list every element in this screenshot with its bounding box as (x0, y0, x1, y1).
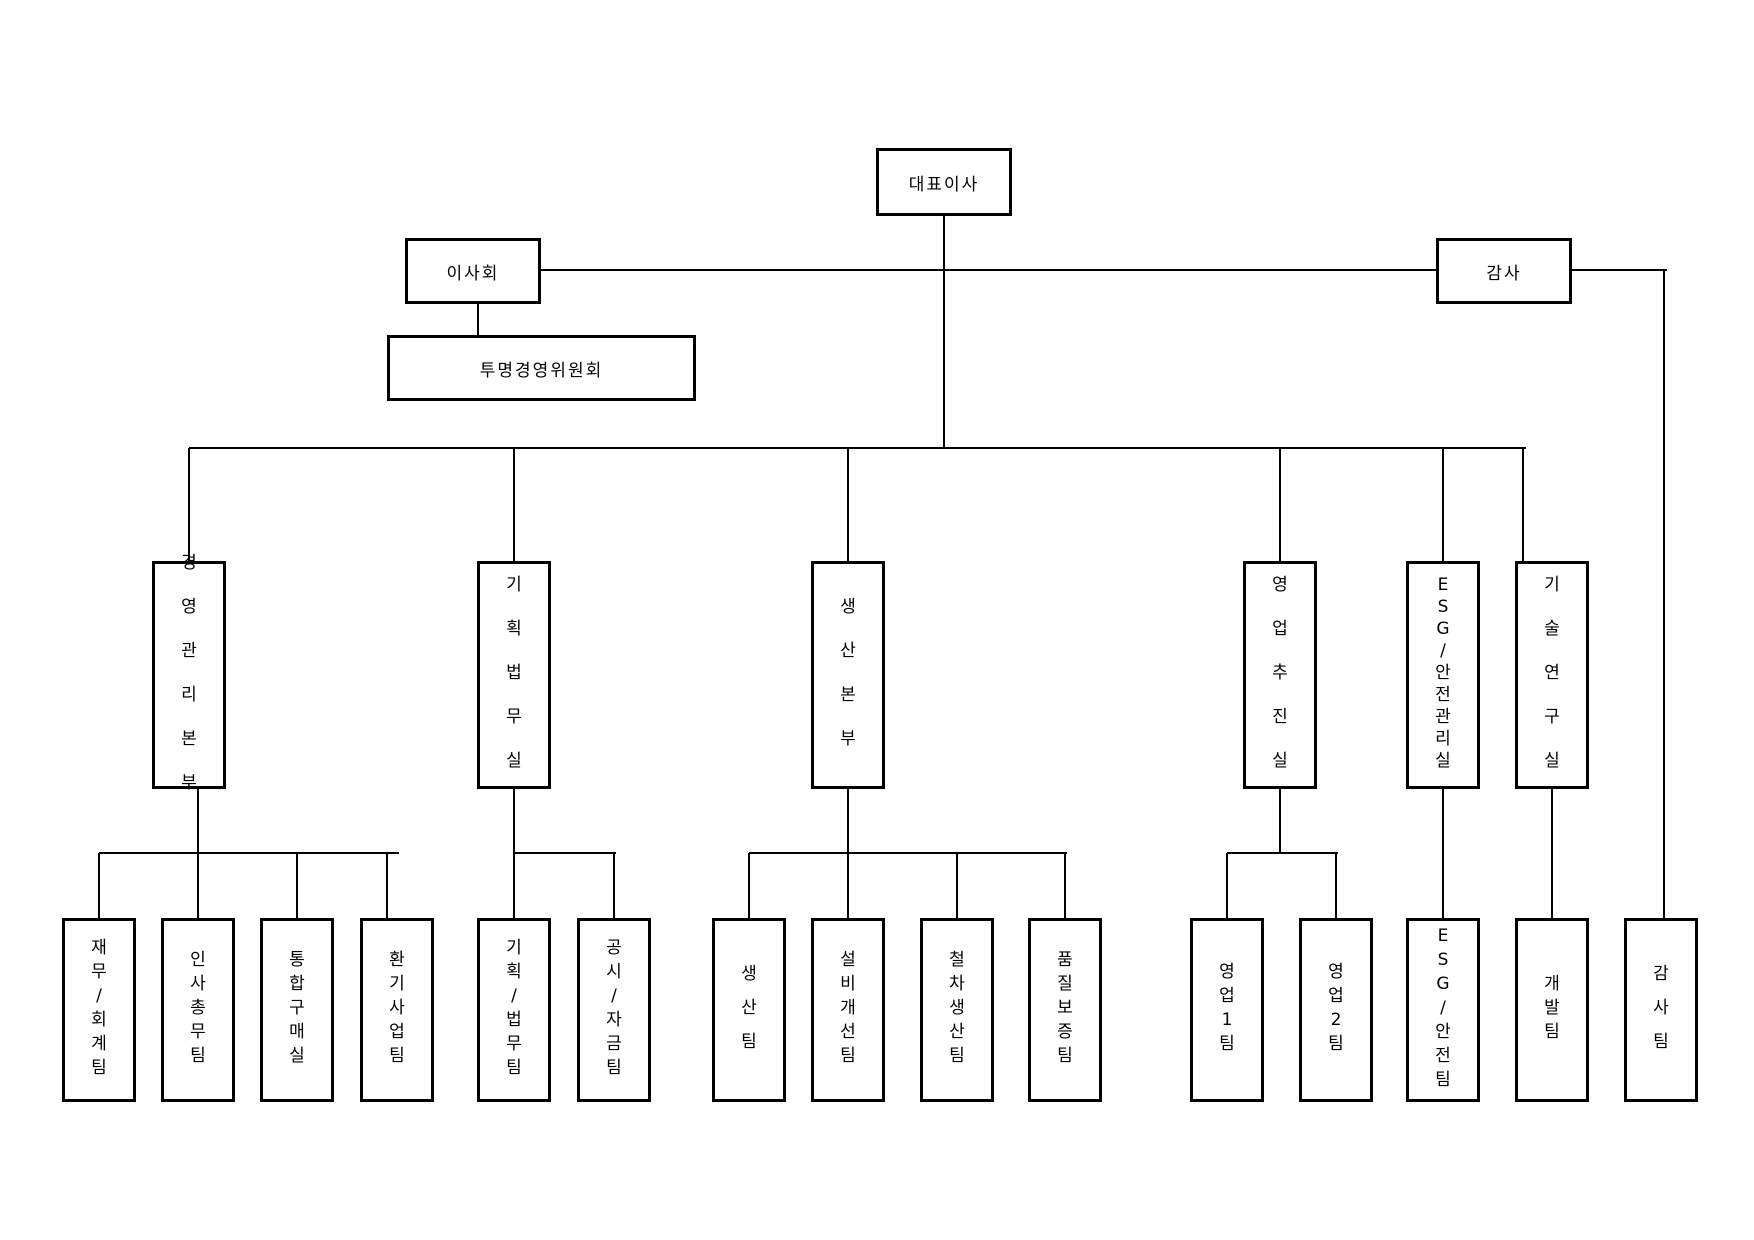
esg-stem (1442, 789, 1444, 918)
division-drop-prod (847, 448, 849, 561)
auditor-drop-line (1663, 270, 1665, 918)
sales-team-drop (1226, 853, 1228, 918)
mgmt-team-drop (386, 853, 388, 918)
org-box-committee: 투명경영위원회 (387, 335, 696, 401)
org-box-board: 이사회 (405, 238, 541, 304)
division-drop-plan (513, 448, 515, 561)
plan-team-bus (514, 852, 616, 854)
org-box-label: 투명경영위원회 (479, 360, 604, 381)
prod-team-bus (749, 852, 1067, 854)
org-box-label: 이사회 (446, 263, 500, 284)
plan-team-drop (613, 853, 615, 918)
division-drop-mgmt (188, 448, 190, 561)
division-drop-esg (1442, 448, 1444, 561)
division-bus-line (189, 447, 1526, 449)
mgmt-team-drop (296, 853, 298, 918)
mgmt-team-drop (98, 853, 100, 918)
org-box-label: 감사 (1486, 263, 1522, 284)
mgmt-team-drop (197, 853, 199, 918)
division-drop-tech (1522, 448, 1524, 561)
tech-stem (1551, 789, 1553, 918)
auditor-link-line (1572, 269, 1667, 271)
org-box-auditor: 감사 (1436, 238, 1572, 304)
org-box-production: 생 산 팀 (712, 918, 786, 1102)
org-box-ceo: 대표이사 (876, 148, 1012, 216)
prod-team-drop (956, 853, 958, 918)
board-auditor-line (541, 269, 1438, 271)
prod-team-drop (1064, 853, 1066, 918)
prod-team-drop (748, 853, 750, 918)
division-drop-sales (1279, 448, 1281, 561)
org-box-label: 감 사 팀 (1653, 964, 1669, 1052)
ceo-trunk-line (943, 216, 945, 448)
org-box-audit: 감 사 팀 (1624, 918, 1698, 1102)
org-box-label: 대표이사 (908, 174, 980, 195)
sales-stem (1279, 789, 1281, 853)
org-box-label: 생 산 팀 (741, 964, 757, 1052)
sales-team-bus (1227, 852, 1338, 854)
board-committee-line (477, 304, 479, 335)
sales-team-drop (1335, 853, 1337, 918)
mgmt-team-bus (99, 852, 399, 854)
